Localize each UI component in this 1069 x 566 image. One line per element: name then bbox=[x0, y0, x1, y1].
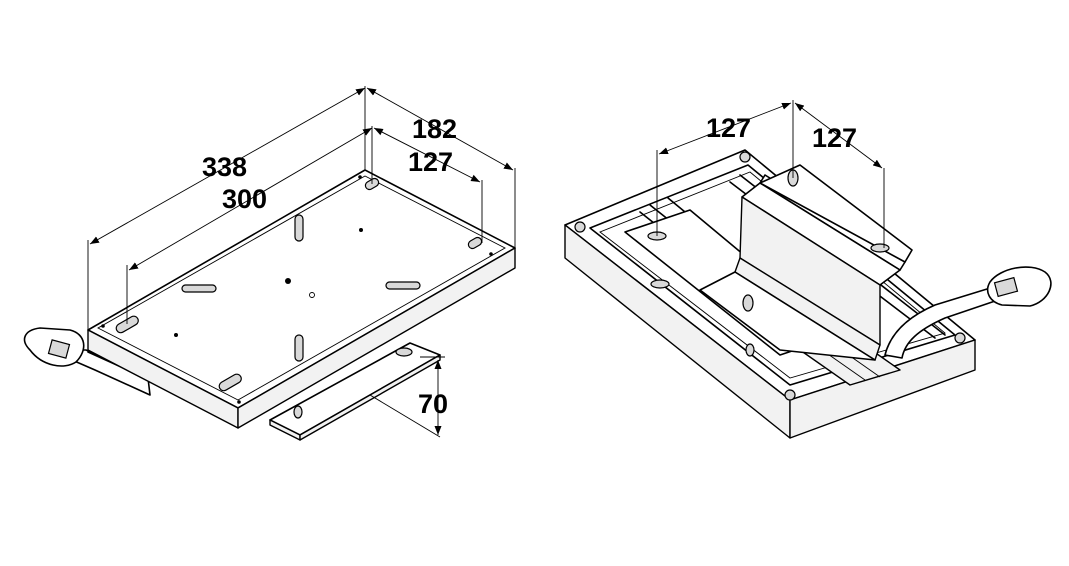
channel-slot bbox=[742, 294, 754, 312]
plate-hole bbox=[293, 405, 303, 419]
release-handle-right bbox=[884, 266, 1052, 359]
dim-length-outer: 338 bbox=[202, 152, 247, 182]
channel-slot bbox=[745, 343, 755, 357]
channel-bracket bbox=[699, 164, 913, 361]
left-view: 338 300 182 127 70 bbox=[23, 86, 516, 441]
tray-side-face bbox=[789, 339, 976, 439]
plate-side-face bbox=[237, 247, 516, 429]
channel-slot bbox=[870, 243, 890, 253]
dim-hole-spacing-b: 127 bbox=[812, 123, 857, 153]
dim-hole-spacing-a: 127 bbox=[706, 113, 751, 143]
corner-screws bbox=[574, 151, 966, 401]
right-view: 127 127 bbox=[564, 100, 1052, 439]
dimension-lines-left bbox=[87, 86, 516, 438]
dim-width-holes: 127 bbox=[408, 147, 453, 177]
dim-length-holes: 300 bbox=[222, 184, 267, 214]
dim-height: 70 bbox=[418, 389, 448, 419]
dimension-lines-right bbox=[656, 100, 885, 248]
plate-hole bbox=[395, 347, 413, 357]
bracket-slot bbox=[650, 279, 670, 289]
dim-width-outer: 182 bbox=[412, 114, 457, 144]
